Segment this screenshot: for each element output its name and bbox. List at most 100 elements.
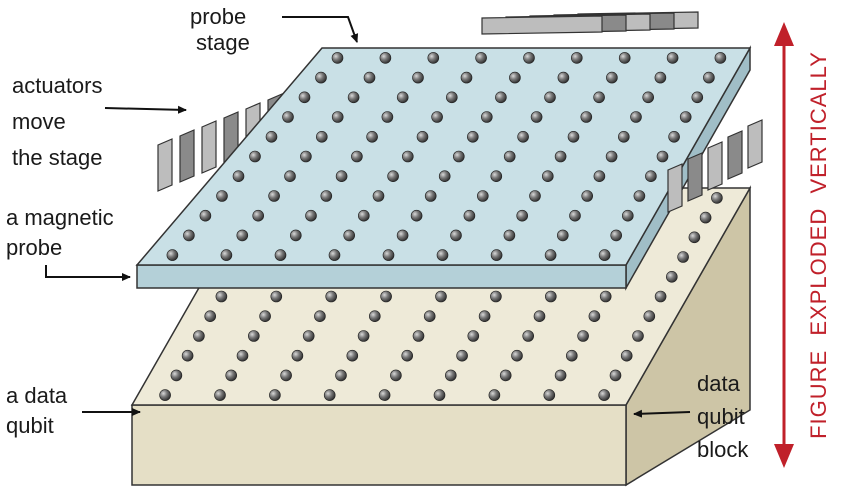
qubit-dot — [632, 330, 644, 342]
qubit-dot — [298, 91, 311, 104]
actuator-plate — [179, 129, 195, 183]
qubit-dot — [467, 330, 480, 342]
qubit-dot — [380, 290, 392, 303]
actuators-arrow — [104, 105, 187, 114]
qubit-dot — [431, 111, 443, 123]
qubit-block-label: data qubit block — [697, 367, 748, 466]
qubit-dot — [268, 190, 280, 202]
qubit-dot — [691, 91, 704, 104]
qubit-dot — [714, 52, 727, 64]
qubit-dot — [366, 131, 378, 143]
actuator-plate — [687, 152, 703, 202]
qubit-dot — [621, 209, 634, 222]
qubit-dot — [274, 249, 287, 261]
qubit-dot — [610, 229, 623, 242]
qubit-dot — [606, 71, 618, 84]
magnetic-probe-label: a magnetic probe — [6, 203, 114, 263]
qubit-dot — [220, 249, 233, 261]
qubit-dot — [270, 290, 283, 303]
qubit-dot — [617, 131, 630, 143]
qubit-dot — [331, 111, 344, 123]
qubit-dot — [699, 211, 712, 224]
magnetic-probe-arrow — [45, 265, 131, 281]
qubit-dot — [570, 52, 583, 64]
qubit-dot — [249, 150, 261, 163]
qubit-dot — [577, 330, 589, 342]
qubit-dot — [199, 209, 212, 222]
qubit-dot — [490, 290, 502, 303]
qubit-dot — [401, 150, 414, 163]
actuator-plate — [667, 163, 683, 213]
qubit-dot — [328, 249, 341, 261]
qubit-dot — [511, 349, 523, 362]
qubit-dot — [284, 170, 296, 182]
qubit-dot — [357, 330, 370, 342]
qubit-dot — [291, 349, 304, 362]
qubit-dot — [216, 190, 228, 202]
qubit-dot — [599, 290, 612, 303]
qubit-dot — [609, 369, 622, 382]
qubit-dot — [232, 170, 245, 182]
qubit-dot — [480, 111, 493, 123]
qubit-dot — [569, 209, 581, 222]
qubit-dot — [423, 310, 436, 323]
qubit-dot — [289, 229, 302, 242]
qubit-dot — [529, 190, 541, 202]
qubit-dot — [259, 310, 271, 323]
actuators-label-line1: actuators — [12, 73, 103, 98]
qubit-dot — [372, 190, 385, 202]
qubit-dot — [381, 111, 394, 123]
qubit-dot — [435, 290, 447, 303]
qubit-dot — [517, 131, 529, 143]
actuator-plate — [201, 120, 217, 174]
qubit-dot — [711, 192, 723, 204]
qubit-dot — [390, 369, 402, 382]
qubit-dot — [343, 229, 356, 242]
qubit-dot — [541, 170, 554, 182]
qubit-dot — [396, 229, 409, 242]
qubit-dot — [703, 71, 715, 84]
qubit-dot — [598, 389, 611, 401]
qubit-dot — [666, 52, 679, 64]
qubit-dot — [347, 91, 360, 104]
qubit-dot — [509, 71, 521, 84]
qubit-dot — [225, 369, 237, 382]
qubit-dot — [677, 251, 689, 263]
data-qubit-label-line1: a data — [6, 383, 68, 408]
qubit-dot — [315, 131, 328, 143]
qubit-dot — [410, 209, 423, 222]
qubit-dot — [544, 91, 556, 104]
qubit-dot — [478, 310, 491, 323]
qubit-dot — [320, 190, 333, 202]
right-actuator — [667, 119, 763, 213]
data-qubit-label-line2: qubit — [6, 413, 54, 438]
qubit-dot — [214, 389, 226, 401]
actuator-plate — [707, 141, 723, 191]
qubit-dot — [503, 150, 516, 163]
qubit-dot — [280, 369, 292, 382]
qubit-dot — [335, 369, 347, 382]
qubit-dot — [351, 150, 363, 163]
actuators-label: actuators move the stage — [12, 68, 103, 176]
qubit-dot — [236, 349, 249, 362]
qubit-dot — [433, 389, 446, 401]
qubit-dot — [565, 349, 578, 362]
qubit-dot — [588, 310, 601, 323]
magnetic-probe-array — [166, 52, 727, 261]
qubit-dot — [620, 349, 633, 362]
actuators-label-line3: the stage — [12, 145, 103, 170]
top-actuator — [481, 11, 699, 35]
qubit-dot — [618, 52, 631, 64]
actuator-plate — [747, 119, 763, 169]
qubit-dot — [181, 349, 194, 362]
qubit-dot — [656, 150, 669, 163]
figure-exploded-vertically-label: FIGURE EXPLODED VERTICALLY — [806, 51, 831, 439]
qubit-dot — [456, 349, 468, 362]
qubit-dot — [438, 170, 451, 182]
qubit-dot — [593, 170, 606, 182]
qubit-dot — [424, 190, 437, 202]
qubit-dot — [630, 111, 642, 123]
qubit-dot — [643, 310, 656, 323]
qubit-dot — [567, 131, 580, 143]
vertical-explosion-arrow — [774, 22, 794, 468]
